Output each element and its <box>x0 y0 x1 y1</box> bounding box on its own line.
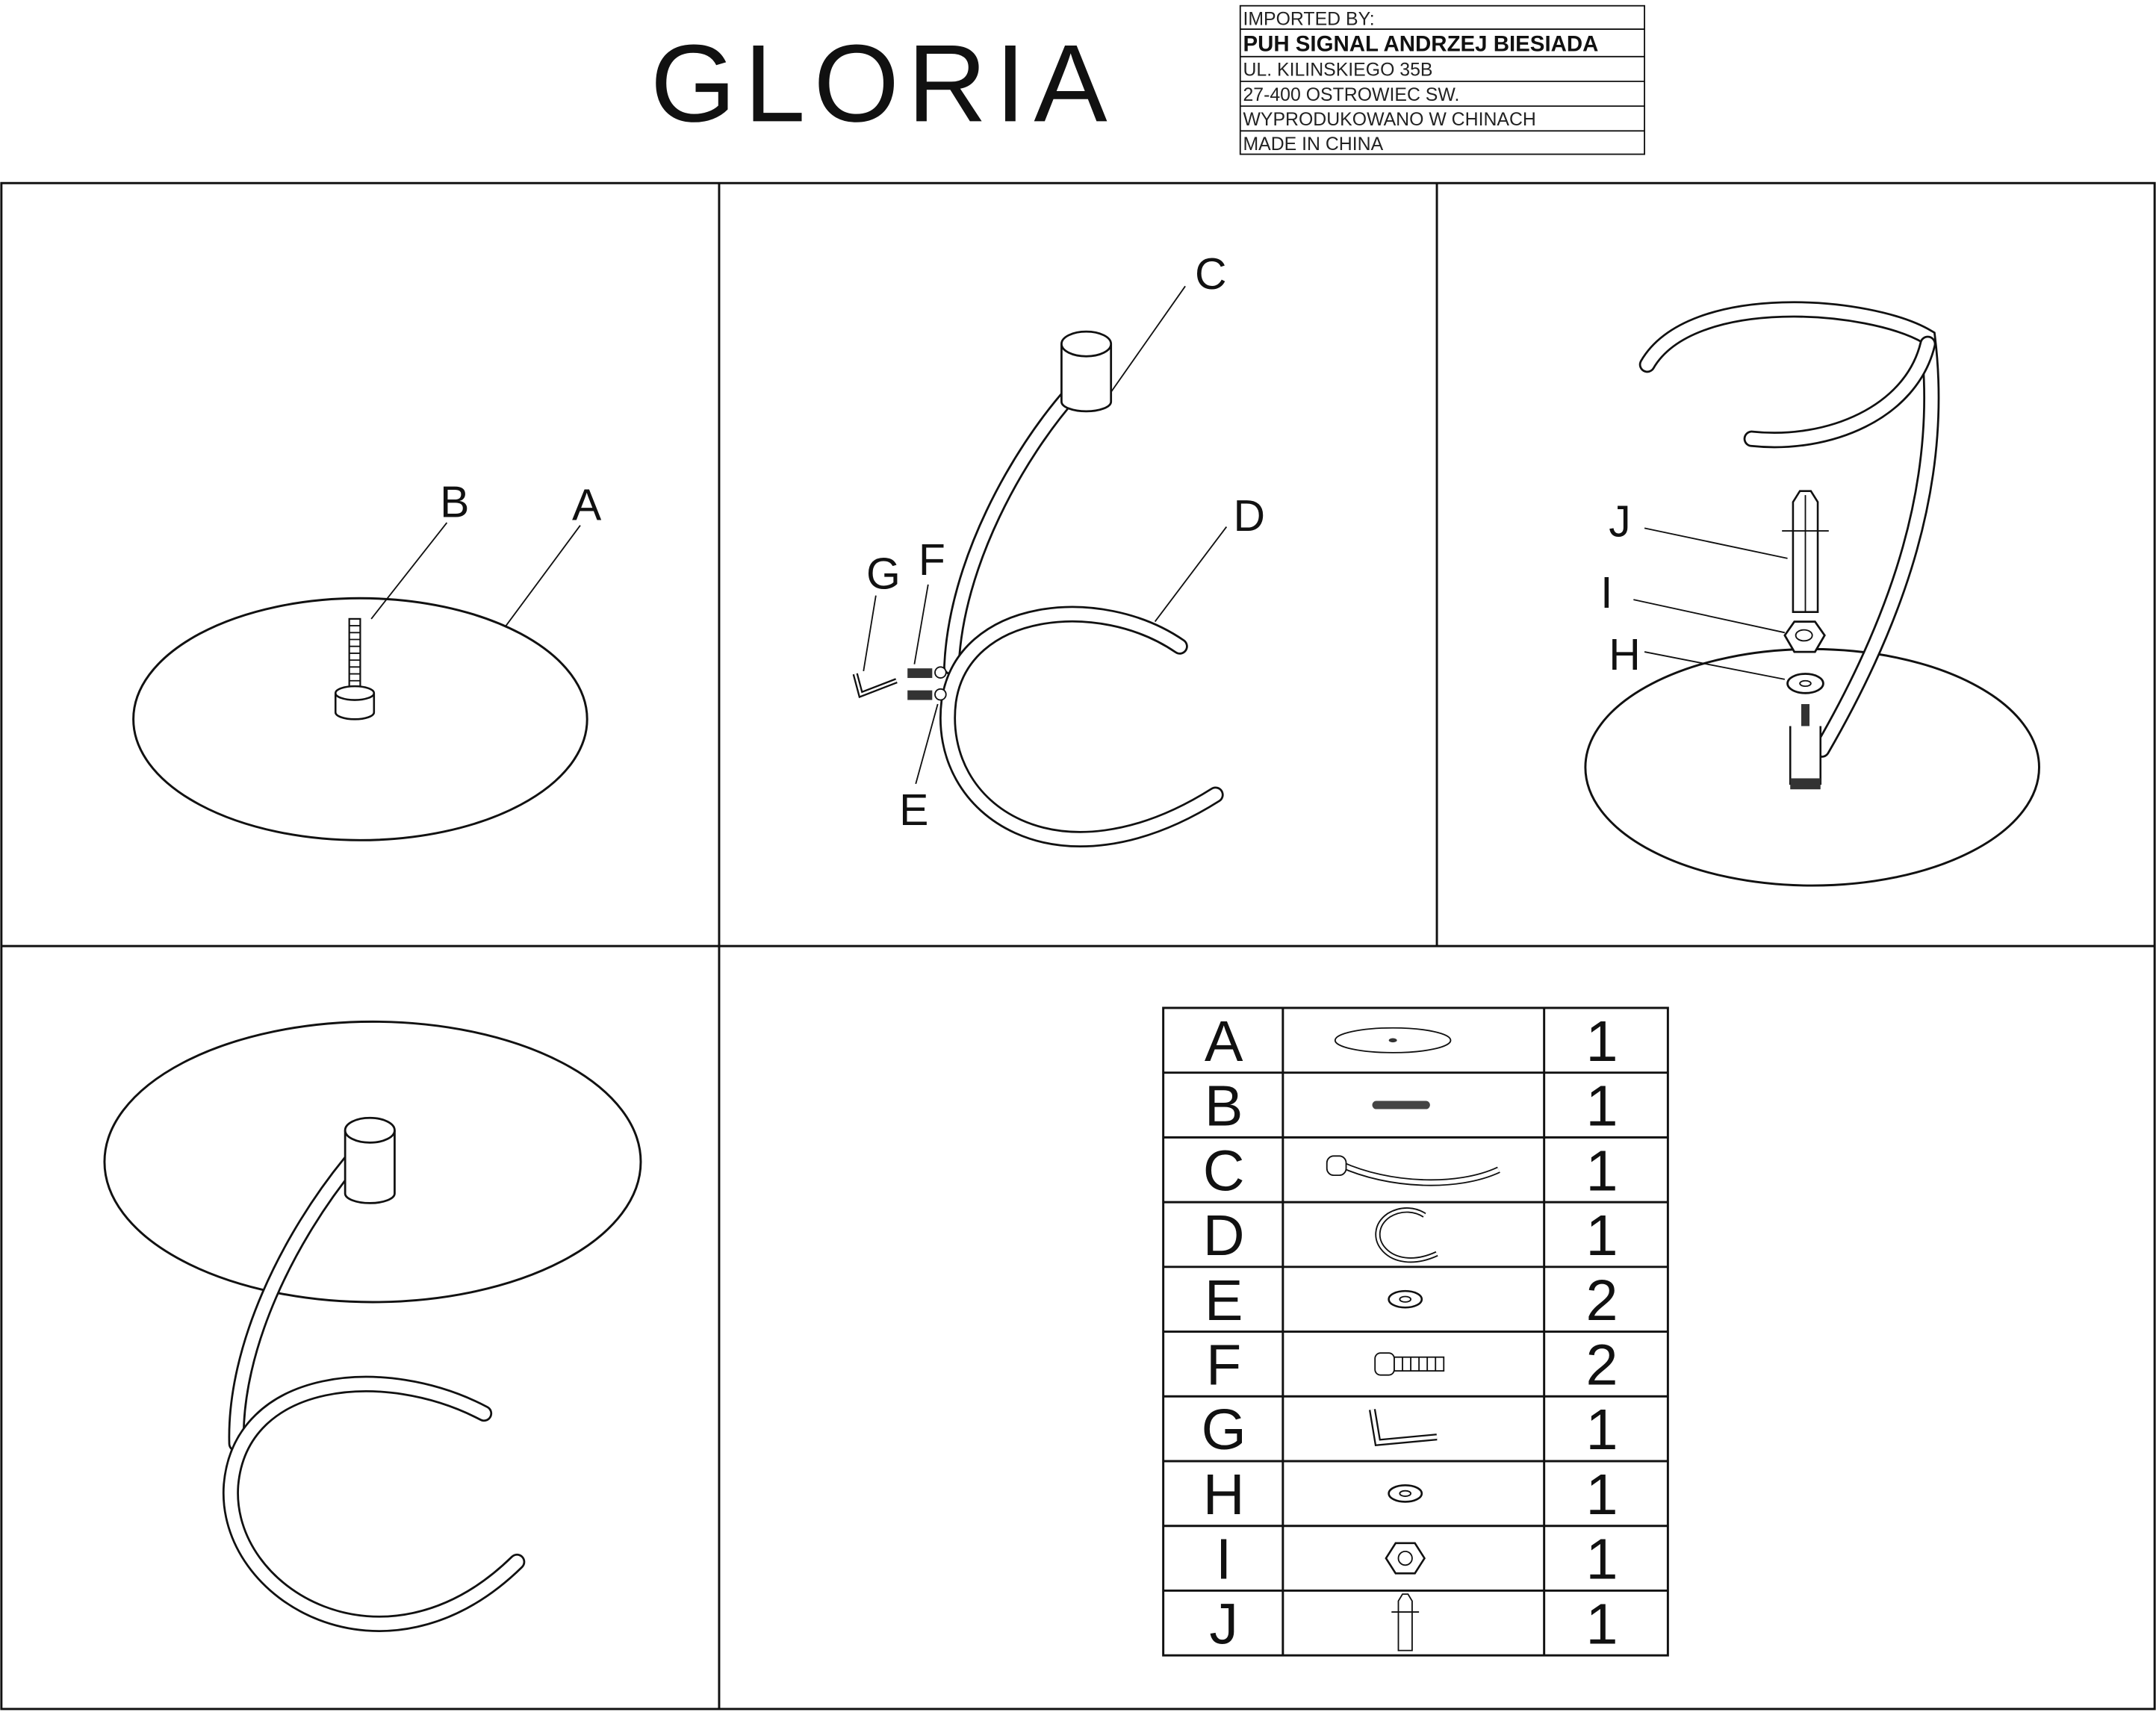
threaded-rod-icon <box>1372 1101 1430 1109</box>
hex-nut-icon <box>1385 1542 1426 1575</box>
part-quantity: 1 <box>1585 1009 1618 1074</box>
label-g: G <box>866 550 901 598</box>
c-base-icon <box>1375 1207 1438 1263</box>
part-letter: E <box>1205 1269 1243 1333</box>
importer-made-en: MADE IN CHINA <box>1243 134 1383 155</box>
label-i: I <box>1600 569 1612 617</box>
part-letter: F <box>1206 1333 1241 1398</box>
label-f: F <box>919 536 945 585</box>
step-3-panel: J I H <box>1584 301 2040 887</box>
part-letter: B <box>1205 1074 1243 1139</box>
glass-top-icon <box>1334 1027 1452 1053</box>
label-a: A <box>572 481 602 529</box>
importer-street: UL. KILINSKIEGO 35B <box>1243 60 1432 81</box>
washer-icon <box>1388 1484 1423 1503</box>
part-letter: G <box>1202 1398 1246 1462</box>
label-j: J <box>1609 497 1630 546</box>
part-letter: I <box>1216 1528 1231 1592</box>
part-quantity: 1 <box>1585 1528 1618 1592</box>
arm-head-illustration <box>344 1116 396 1204</box>
arm-tube-icon <box>1326 1155 1500 1186</box>
allen-key-icon <box>1368 1409 1438 1447</box>
part-letter: A <box>1205 1009 1243 1074</box>
part-letter: H <box>1203 1463 1245 1527</box>
arm-head-illustration <box>1060 330 1113 413</box>
hex-connector-icon <box>1391 1593 1420 1652</box>
importer-box: IMPORTED BY: PUH SIGNAL ANDRZEJ BIESIADA… <box>1239 4 1645 155</box>
importer-company: PUH SIGNAL ANDRZEJ BIESIADA <box>1243 31 1598 56</box>
label-c: C <box>1195 250 1227 299</box>
part-quantity: 1 <box>1585 1139 1618 1203</box>
glass-top-illustration <box>103 1020 642 1304</box>
base-stud-illustration <box>1789 704 1822 790</box>
label-d: D <box>1234 492 1266 541</box>
importer-city: 27-400 OSTROWIEC SW. <box>1243 85 1459 105</box>
step-1-panel: B A <box>132 479 602 841</box>
label-e: E <box>899 786 928 835</box>
threaded-rod-illustration <box>334 617 376 720</box>
label-h: H <box>1609 631 1641 679</box>
bolt-icon <box>1374 1352 1445 1376</box>
importer-made-pl: WYPRODUKOWANO W CHINACH <box>1243 110 1535 130</box>
label-b: B <box>440 479 469 527</box>
step-2-panel: C D G F E <box>852 250 1266 847</box>
product-title: GLORIA <box>650 22 1116 145</box>
step-4-panel <box>103 1020 642 1632</box>
part-quantity: 1 <box>1585 1398 1618 1462</box>
part-quantity: 1 <box>1585 1074 1618 1139</box>
part-quantity: 1 <box>1585 1592 1618 1656</box>
part-quantity: 1 <box>1585 1463 1618 1527</box>
part-letter: J <box>1209 1592 1238 1656</box>
part-quantity: 2 <box>1585 1333 1618 1398</box>
glass-top-illustration <box>132 597 588 841</box>
part-letter: D <box>1203 1204 1245 1268</box>
part-quantity: 2 <box>1585 1269 1618 1333</box>
hex-connector-illustration <box>1782 490 1829 613</box>
panel-grid <box>0 181 2156 1711</box>
importer-heading: IMPORTED BY: <box>1243 9 1374 29</box>
part-quantity: 1 <box>1585 1204 1618 1268</box>
part-letter: C <box>1203 1139 1245 1203</box>
bolts-illustration <box>852 666 947 701</box>
washer-icon <box>1388 1289 1423 1309</box>
